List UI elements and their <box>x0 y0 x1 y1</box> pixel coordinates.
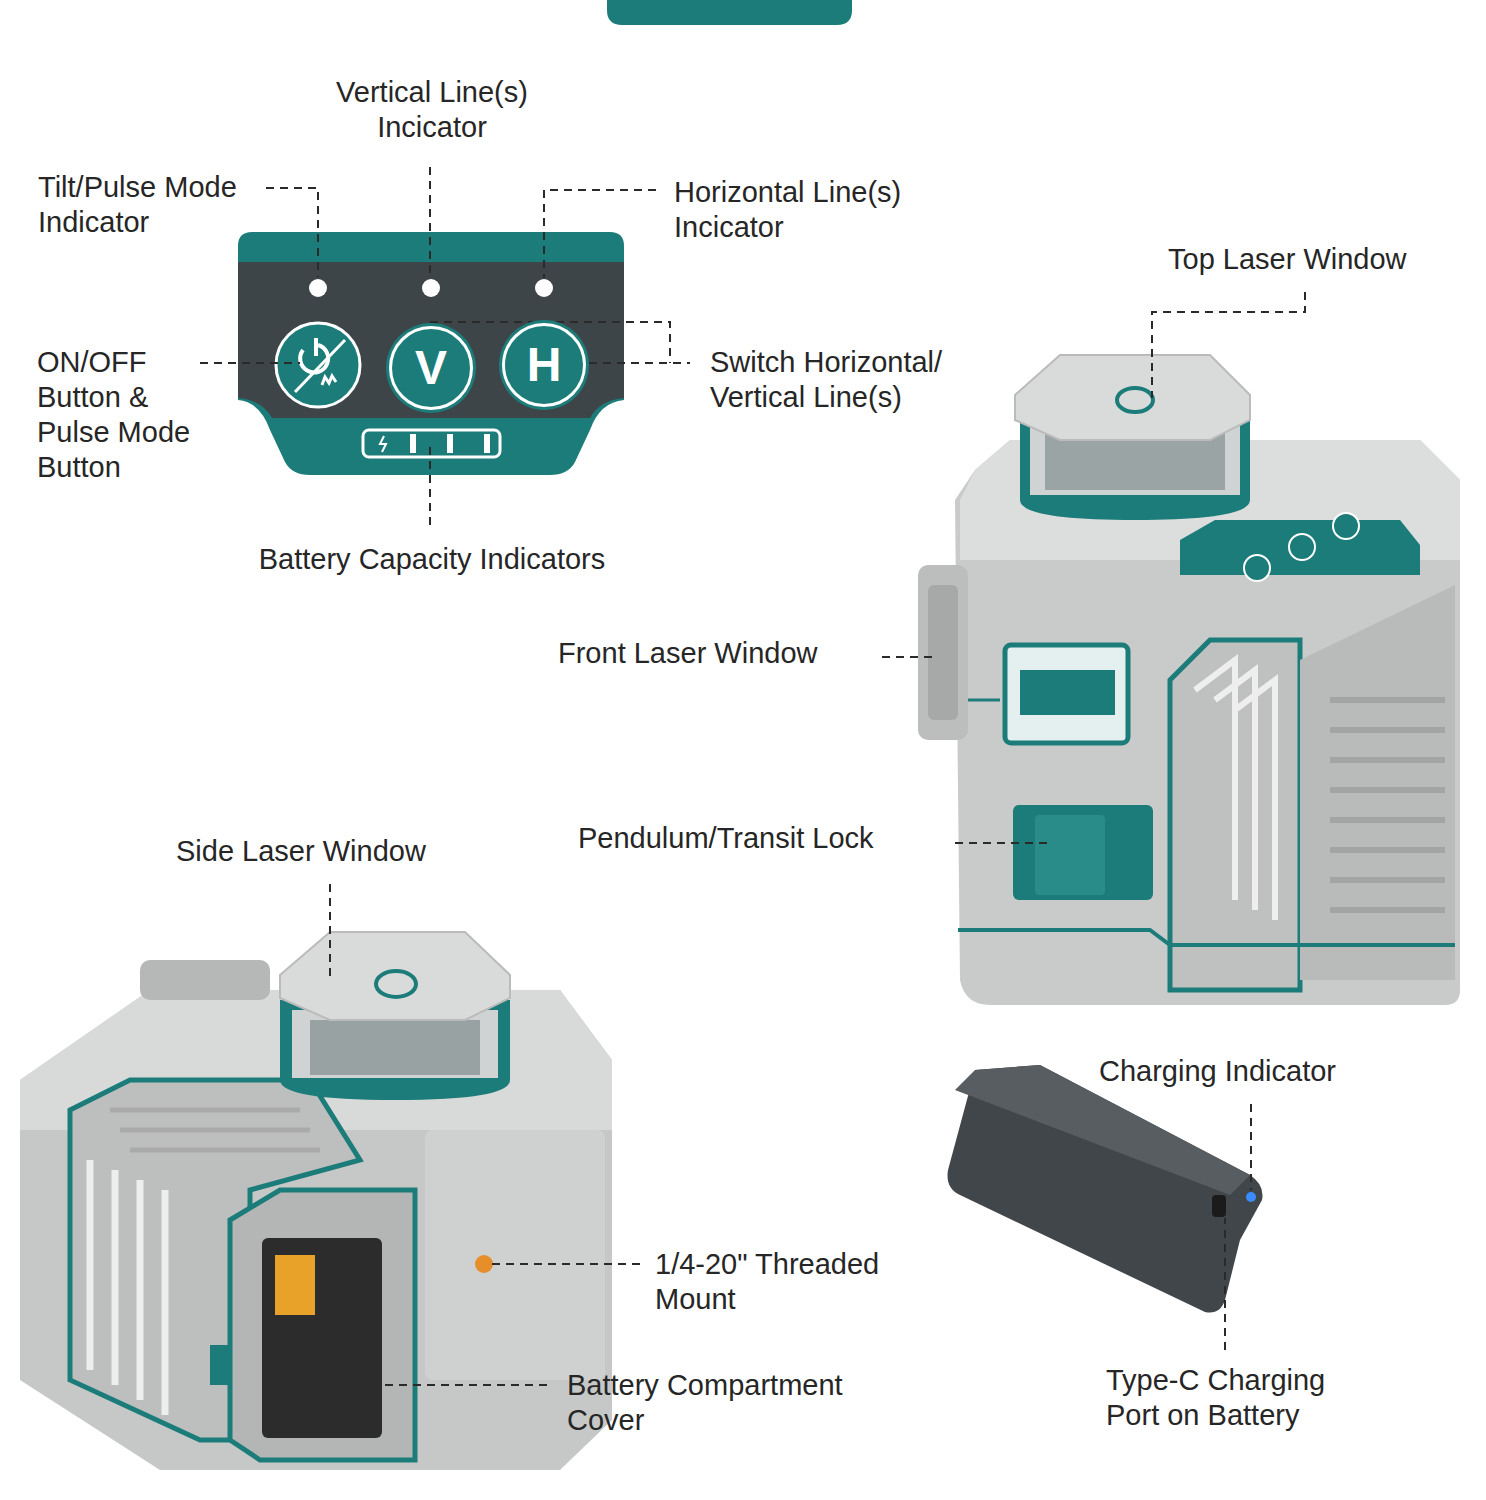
callout-label: Horizontal Line(s) Incicator <box>674 175 964 245</box>
callout-label: 1/4-20" Threaded Mount <box>655 1247 945 1317</box>
callout-label: Side Laser Window <box>176 834 426 869</box>
callout-label: Battery Compartment Cover <box>567 1368 897 1438</box>
callout-label: Pendulum/Transit Lock <box>578 821 874 856</box>
callout-label: Front Laser Window <box>558 636 818 671</box>
control-button: H <box>502 323 586 407</box>
callout-label: Switch Horizontal/ Vertical Line(s) <box>710 345 1010 415</box>
callout-label: Top Laser Window <box>1168 242 1407 277</box>
button-letter: V <box>415 344 447 392</box>
callout-label: Type-C Charging Port on Battery <box>1106 1363 1376 1433</box>
callout-label: Charging Indicator <box>1099 1054 1336 1089</box>
callout-label: Battery Capacity Indicators <box>259 542 606 577</box>
control-button: V <box>389 326 473 410</box>
callout-label: Vertical Line(s) Incicator <box>302 75 562 145</box>
callout-label: Tilt/Pulse Mode Indicator <box>38 170 288 240</box>
button-letter: H <box>527 341 562 389</box>
callout-label: ON/OFF Button & Pulse Mode Button <box>37 345 217 485</box>
